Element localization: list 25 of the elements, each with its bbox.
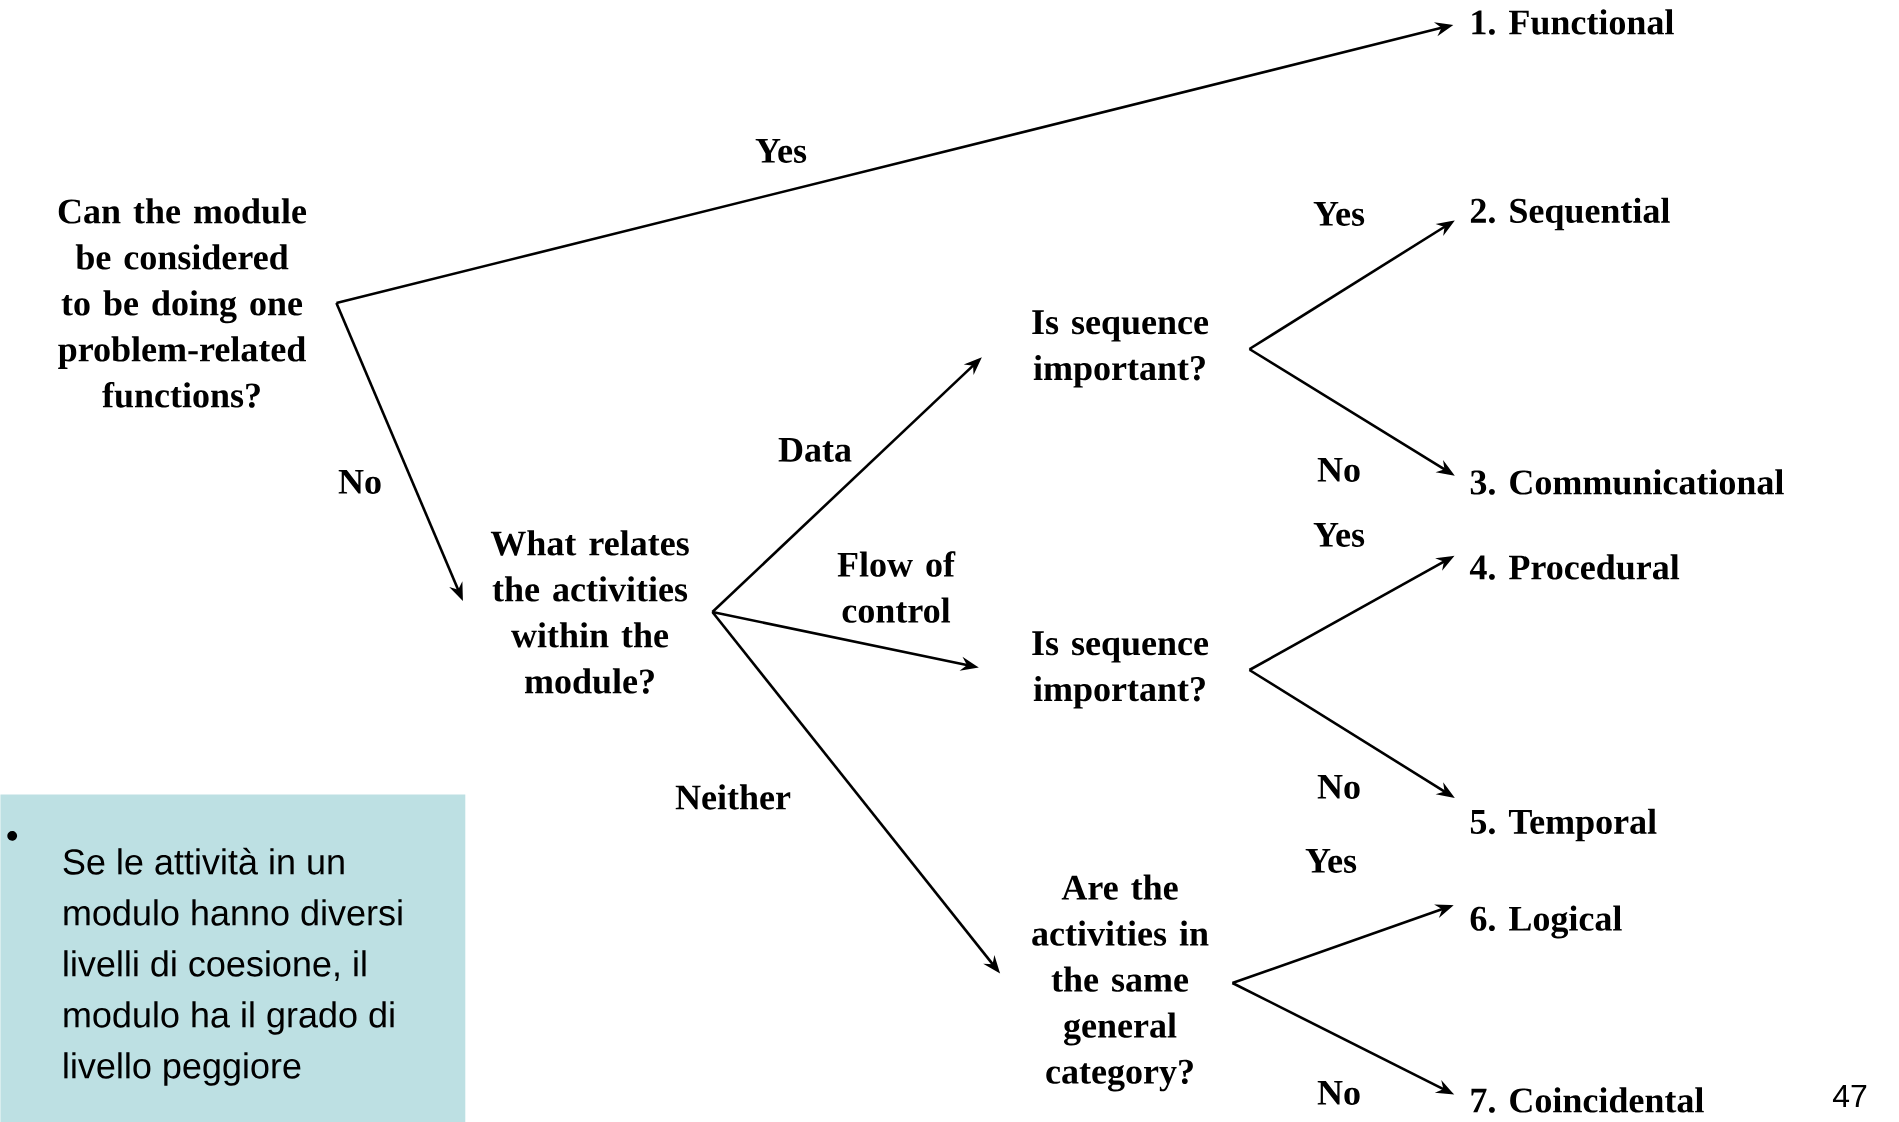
edge-label: Neither [675, 784, 791, 810]
question-text: What relates the activities within the module? [490, 530, 689, 694]
question-text: Can the module be considered to be doing one problem-related functions? [58, 198, 307, 408]
edge-label: Yes [755, 139, 807, 163]
edge-label: Yes [1305, 849, 1357, 873]
outcome-text: 1. Functional [1472, 9, 1674, 35]
question-text: Is sequence important? [1032, 310, 1209, 388]
outcome-text: 3. Communicational [1470, 469, 1784, 495]
outcome-text: 7. Coincidental [1471, 1087, 1704, 1113]
page-number: 47 [1832, 1085, 1867, 1107]
edge-label: Yes [1313, 523, 1365, 547]
edge-label: Yes [1313, 202, 1365, 226]
edge-label: No [1317, 1081, 1360, 1105]
note-box: • Se le attività in un modulo hanno diversi livelli di coesione, il modulo ha il grado di livello peggiore [0, 794, 466, 1122]
outcome-text: 2. Sequential [1470, 197, 1670, 231]
outcome-text: 5. Temporal [1470, 808, 1657, 842]
edge-label: Flow of control [837, 551, 956, 623]
edge-label: No [338, 470, 381, 494]
question-text: Are the activities in the same general category? [1032, 874, 1209, 1092]
edge-label: No [1317, 458, 1360, 482]
edge-label: Data [778, 438, 852, 462]
edge-label: No [1317, 775, 1360, 799]
outcome-text: 6. Logical [1470, 905, 1622, 939]
outcome-text: 4. Procedural [1469, 554, 1680, 580]
question-text: Is sequence important? [1032, 631, 1209, 709]
